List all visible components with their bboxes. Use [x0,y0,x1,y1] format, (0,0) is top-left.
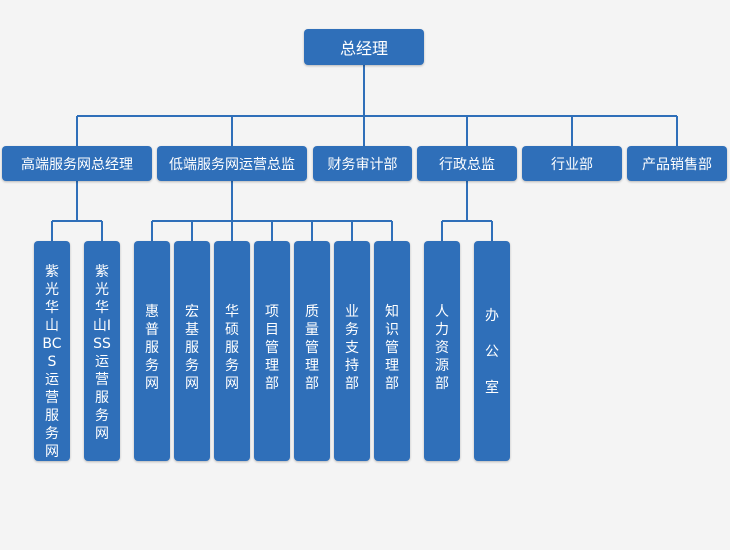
node-unit-asus: 华硕服务网 [214,241,250,461]
node-dept-industry: 行业部 [522,146,622,181]
node-unit-knowledge-mgmt: 知识管理部 [374,241,410,461]
node-unit-quality-mgmt: 质量管理部 [294,241,330,461]
node-unit-iss: 紫光华山ISS运营服务网 [84,241,120,461]
node-dept-high-end: 高端服务网总经理 [2,146,152,181]
node-dept-finance: 财务审计部 [313,146,412,181]
node-dept-admin: 行政总监 [417,146,517,181]
node-unit-acer: 宏基服务网 [174,241,210,461]
node-dept-product-sales: 产品销售部 [627,146,727,181]
node-unit-hp: 惠普服务网 [134,241,170,461]
node-unit-bcs: 紫光华山BCS运营服务网 [34,241,70,461]
node-unit-business-support: 业务支持部 [334,241,370,461]
node-unit-hr: 人力资源部 [424,241,460,461]
node-unit-office: 办 公 室 [474,241,510,461]
node-unit-project-mgmt: 项目管理部 [254,241,290,461]
node-root: 总经理 [304,29,424,65]
node-dept-low-end: 低端服务网运营总监 [157,146,307,181]
